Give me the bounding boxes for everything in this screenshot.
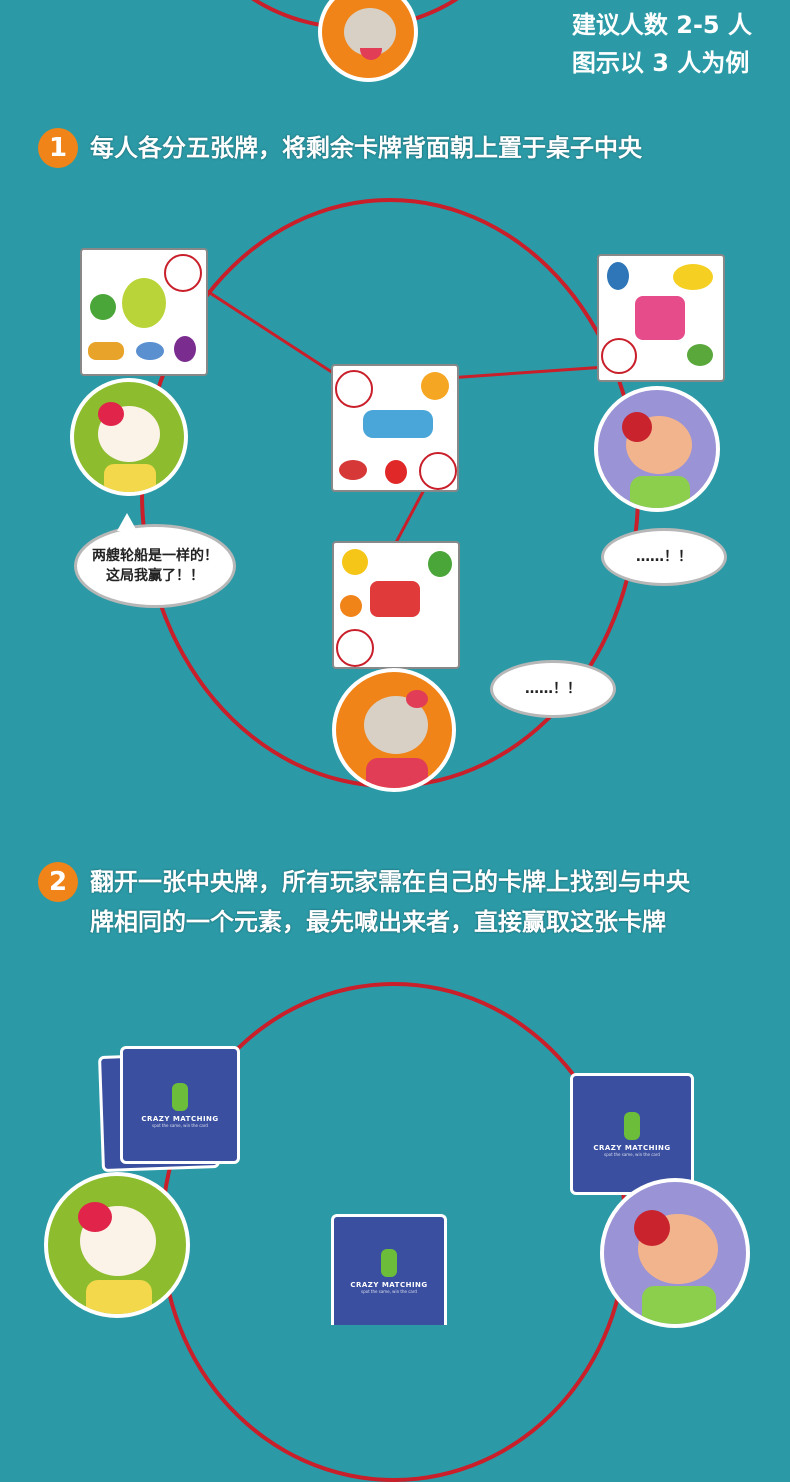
lemon-icon xyxy=(673,264,713,290)
picture-card-center xyxy=(331,364,459,492)
clock-icon xyxy=(421,372,449,400)
speech-right-text: ……！！ xyxy=(636,549,692,565)
step-2-number: 2 xyxy=(38,862,78,902)
penguin-icon xyxy=(607,262,629,290)
example-note-text: 图示以 3 人为例 xyxy=(571,49,750,77)
strawberry-icon xyxy=(385,460,407,484)
card-back-right: CRAZY MATCHING spot the same, win the ca… xyxy=(570,1073,694,1195)
crocodile-icon xyxy=(172,1082,188,1111)
step-2: 2 翻开一张中央牌，所有玩家需在自己的卡牌上找到与中央 牌相同的一个元素，最先喊… xyxy=(38,862,690,942)
avatar-grey-cat-bottom xyxy=(332,668,456,792)
speech-bottom-text: ……！！ xyxy=(525,681,581,697)
card-back-center-deck: CRAZY MATCHING spot the same, win the ca… xyxy=(331,1214,447,1325)
crocodile-icon xyxy=(624,1111,640,1140)
sunflower-icon xyxy=(342,549,368,575)
camera-icon xyxy=(370,581,420,617)
motorbike-icon xyxy=(339,460,367,480)
step-2-text: 翻开一张中央牌，所有玩家需在自己的卡牌上找到与中央 牌相同的一个元素，最先喊出来… xyxy=(90,868,690,936)
grapes-icon xyxy=(174,336,196,362)
avatar-white-cat-left-2 xyxy=(44,1172,190,1318)
step-1-text: 每人各分五张牌，将剩余卡牌背面朝上置于桌子中央 xyxy=(90,134,642,162)
card-back-label: CRAZY MATCHING xyxy=(593,1143,671,1152)
match-highlight-deer xyxy=(335,370,373,408)
picture-card-left-player xyxy=(80,248,208,376)
ship-icon xyxy=(363,410,433,438)
tree-icon xyxy=(90,294,116,320)
ball-icon xyxy=(340,595,362,617)
penguin-icon xyxy=(136,342,164,360)
speech-bubble-right: ……！！ xyxy=(601,528,727,586)
card-back-sub: spot the same, win the card xyxy=(361,1288,417,1294)
avatar-grey-cat-top xyxy=(318,0,418,82)
player-count-text: 建议人数 2-5 人 xyxy=(571,11,752,39)
melon-icon xyxy=(122,278,166,328)
card-back-label: CRAZY MATCHING xyxy=(350,1280,428,1289)
match-highlight-ship xyxy=(164,254,202,292)
speech-left-line-2: 这局我赢了！！ xyxy=(106,568,204,584)
tree-icon xyxy=(428,551,452,577)
step-1: 1 每人各分五张牌，将剩余卡牌背面朝上置于桌子中央 xyxy=(38,128,642,168)
picture-card-right-player xyxy=(597,254,725,382)
step-1-number: 1 xyxy=(38,128,78,168)
avatar-white-cat-left xyxy=(70,378,188,496)
picture-card-bottom-player xyxy=(332,541,460,669)
stroller-icon xyxy=(635,296,685,340)
card-back-label: CRAZY MATCHING xyxy=(141,1114,219,1123)
crocodile-icon xyxy=(381,1248,397,1277)
avatar-orange-cat-right xyxy=(594,386,720,512)
card-back-stack-left-top: CRAZY MATCHING spot the same, win the ca… xyxy=(120,1046,240,1164)
match-highlight-raccoon xyxy=(419,452,457,490)
match-highlight-raccoon xyxy=(336,629,374,667)
match-highlight-deer xyxy=(601,338,637,374)
speech-bubble-bottom: ……！！ xyxy=(490,660,616,718)
player-info: 建议人数 2-5 人 图示以 3 人为例 xyxy=(572,6,752,82)
card-back-sub: spot the same, win the card xyxy=(604,1151,660,1157)
bicycle-icon xyxy=(88,342,124,360)
avatar-orange-cat-right-2 xyxy=(600,1178,750,1328)
speech-left-line-1: 两艘轮船是一样的！ xyxy=(92,548,218,564)
speech-bubble-left: 两艘轮船是一样的！ 这局我赢了！！ xyxy=(74,513,236,608)
turtle-icon xyxy=(687,344,713,366)
card-back-sub: spot the same, win the card xyxy=(152,1122,208,1128)
